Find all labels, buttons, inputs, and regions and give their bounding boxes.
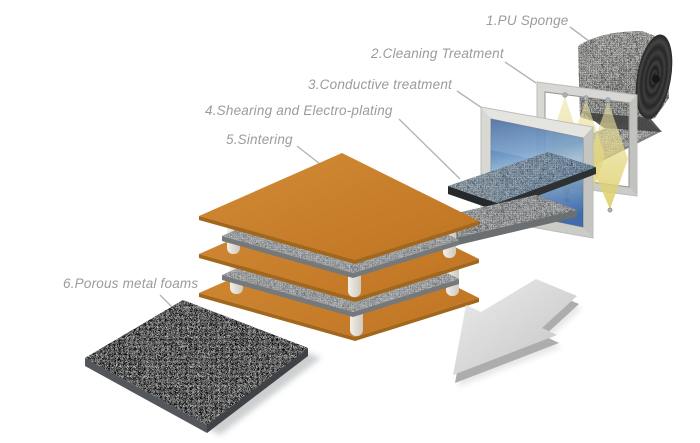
step-2-label: 2.Cleaning Treatment xyxy=(371,46,504,61)
leader-line-3 xyxy=(456,90,483,109)
porous-metal-foam xyxy=(85,300,321,435)
sintering-stack xyxy=(199,153,479,341)
pu-sponge-roll xyxy=(578,31,673,124)
spray-cone xyxy=(588,101,628,209)
step-6-label: 6.Porous metal foams xyxy=(63,276,199,291)
roll-underside-shadow xyxy=(582,112,662,132)
step-3-label: 3.Conductive treatment xyxy=(308,77,452,92)
leader-lines xyxy=(159,26,594,313)
step-4-label: 4.Shearing and Electro-plating xyxy=(205,103,393,118)
process-arrow xyxy=(453,279,582,387)
leader-line-4 xyxy=(398,118,461,180)
leader-line-2 xyxy=(504,61,537,84)
step-1-label: 1.PU Sponge xyxy=(486,13,569,28)
step-5-label: 5.Sintering xyxy=(226,132,293,147)
